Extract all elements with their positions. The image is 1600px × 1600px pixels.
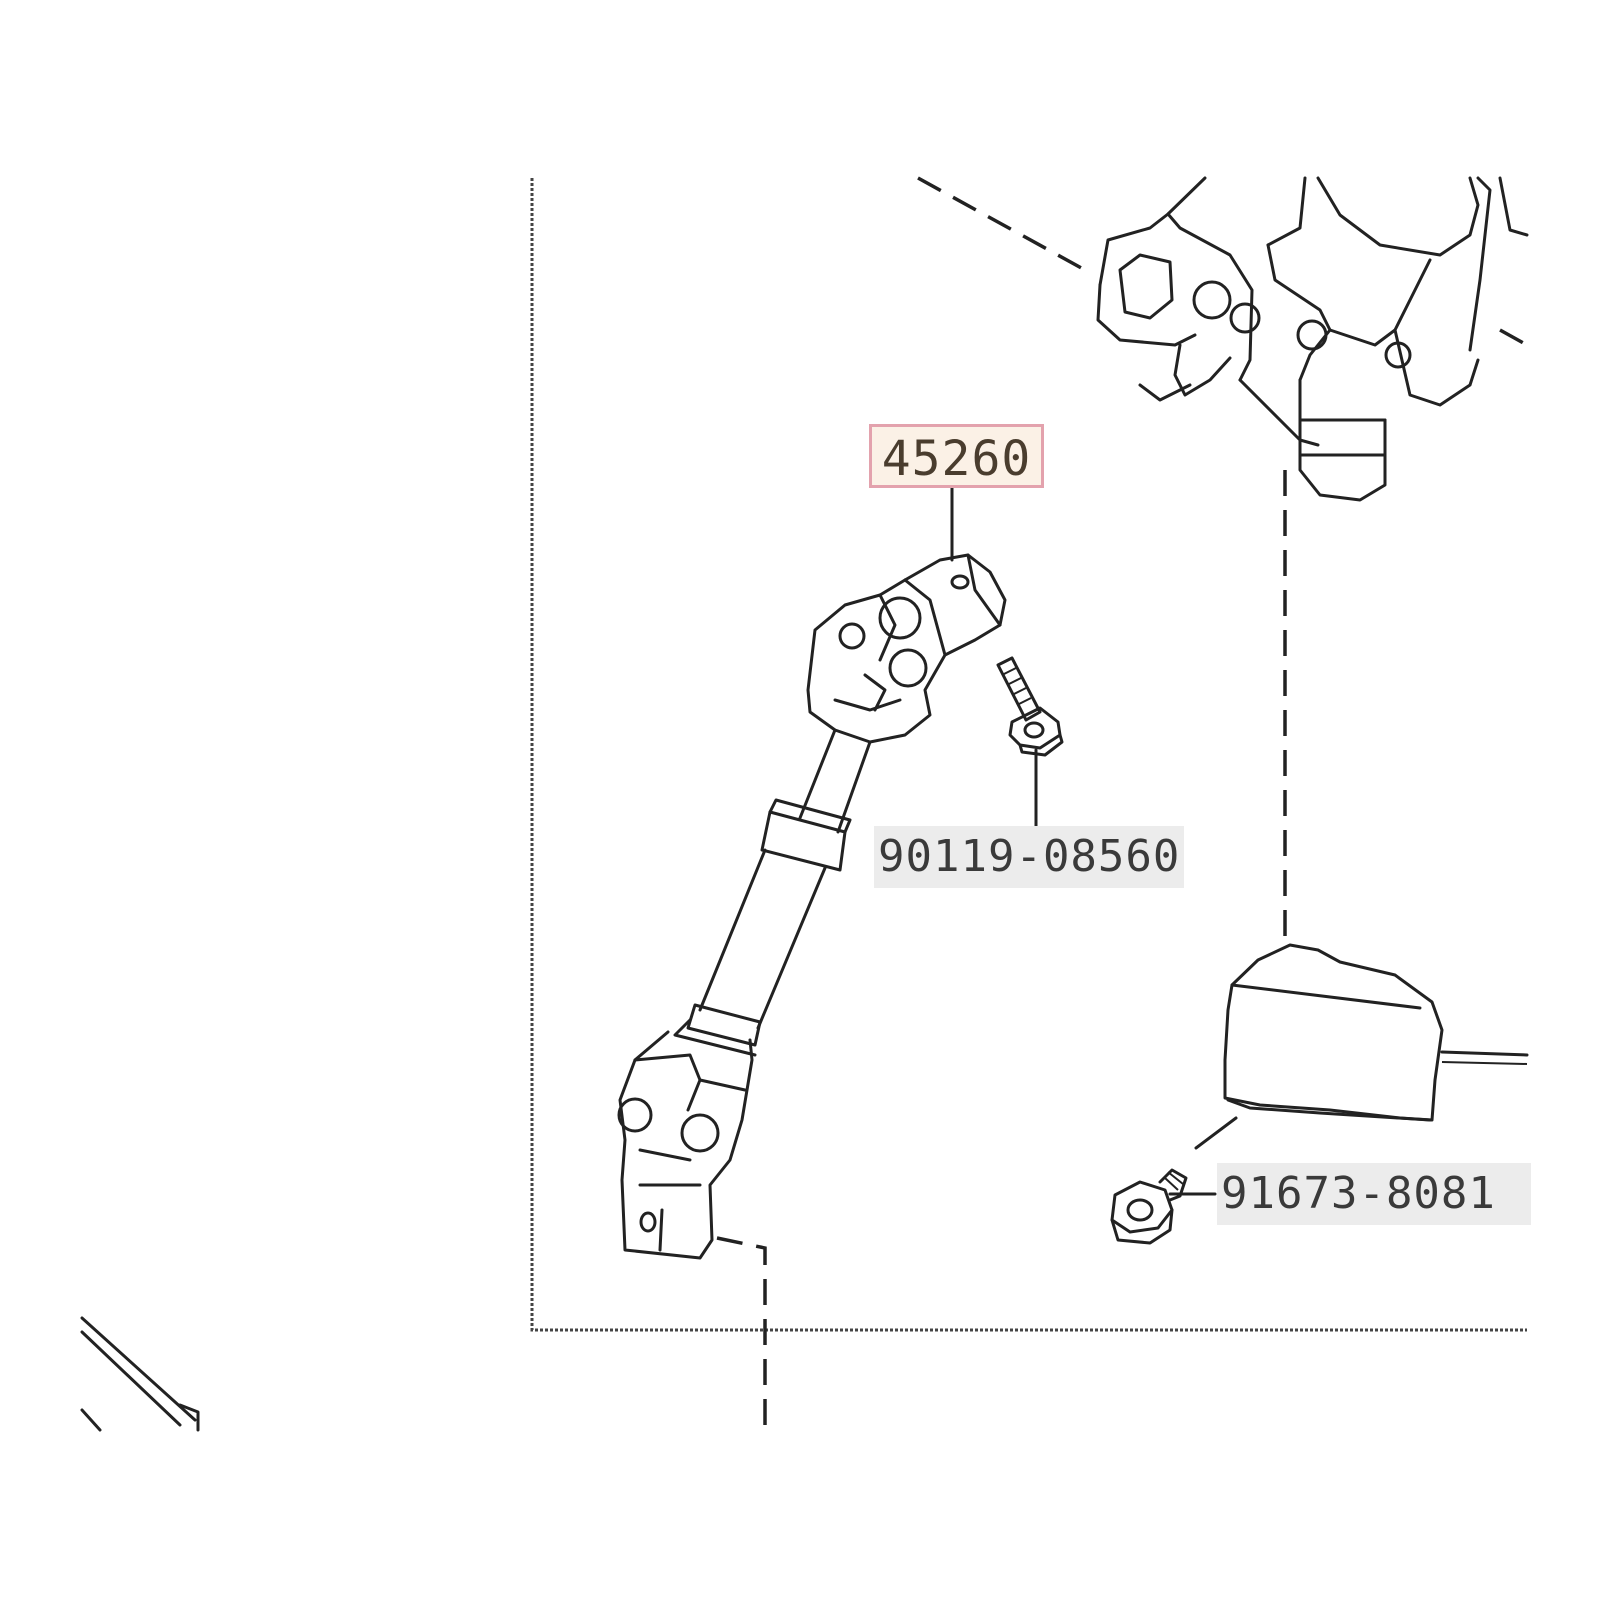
cover-bracket[interactable] <box>1194 943 1529 1150</box>
part-number-callout-bolt[interactable]: 90119-08560 <box>874 826 1185 888</box>
part-number-callout-screw[interactable]: 91673-8081 <box>1217 1163 1531 1225</box>
screw[interactable] <box>1110 1168 1188 1245</box>
adjacent-part-edge <box>80 1316 200 1432</box>
bolt[interactable] <box>996 656 1064 757</box>
intermediate-shaft[interactable] <box>617 553 1007 1260</box>
part-number-callout-highlighted[interactable]: 45260 <box>869 424 1044 488</box>
steering-column-assembly <box>1096 176 1529 502</box>
section-frame <box>530 178 1527 1332</box>
dashed-guide-lines <box>716 176 1528 1430</box>
